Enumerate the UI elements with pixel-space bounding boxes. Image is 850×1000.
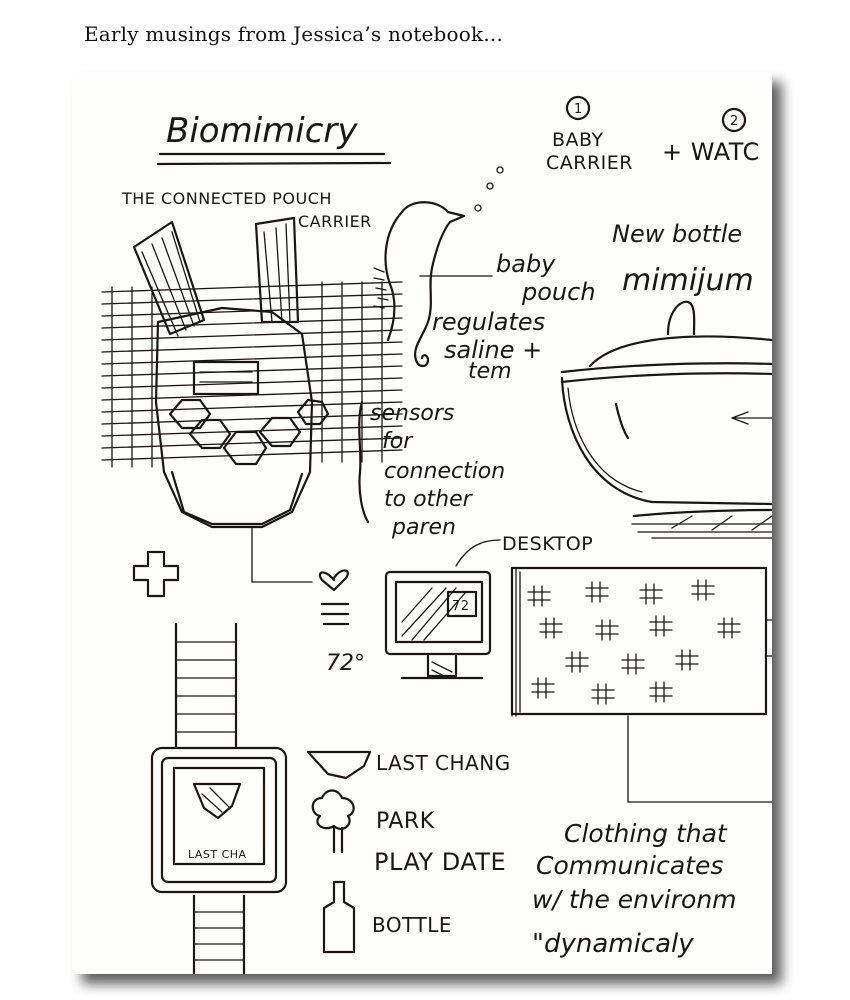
park-label: PARK	[376, 809, 435, 834]
baby-carrier-sketch	[101, 216, 403, 529]
connected-pouch-line2: CARRIER	[298, 212, 372, 231]
desktop-label: DESKTOP	[502, 533, 593, 555]
notebook-sketch-page: Biomimicry 1 2 BABY CARRIER + WATC THE C…	[72, 72, 772, 974]
baby-carrier-line2: CARRIER	[546, 152, 633, 174]
baby-pouch-line2: pouch	[521, 278, 596, 306]
notebook-caption: Early musings from Jessica’s notebook...	[84, 22, 504, 46]
new-bottle-label: New bottle	[612, 220, 742, 248]
title-biomimicry: Biomimicry	[166, 111, 358, 151]
sensors-line3: connection	[384, 459, 505, 484]
bottle-bowl-sketch	[560, 300, 772, 539]
plus-icon	[132, 550, 180, 598]
fabric-pattern-sketch	[510, 566, 772, 803]
clothing-line4: "dynamicaly	[532, 929, 694, 959]
sensors-line2: for	[382, 429, 414, 454]
baby-carrier-line1: BABY	[552, 129, 604, 151]
connector-line	[251, 526, 313, 583]
seahorse-sketch	[373, 201, 466, 368]
desktop-monitor-sketch	[384, 570, 492, 680]
sensors-line4: to other	[384, 487, 474, 512]
mimijum-label: mimijum	[622, 263, 754, 298]
clothing-line2: Communicates	[536, 851, 723, 880]
clothing-line1: Clothing that	[564, 819, 728, 848]
plus-watch: + WATC	[662, 138, 760, 166]
bottle-label: BOTTLE	[372, 913, 452, 937]
regulates-line2: saline +	[444, 336, 542, 364]
sketch-drawing: Biomimicry 1 2 BABY CARRIER + WATC THE C…	[101, 95, 772, 974]
desktop-pointer	[455, 539, 501, 567]
last-change-label: LAST CHANG	[376, 751, 511, 775]
number-1-circle	[565, 95, 591, 121]
play-date-label: PLAY DATE	[374, 848, 506, 876]
side-temp: 72°	[326, 651, 365, 676]
regulates-line3: tem	[468, 359, 512, 384]
clothing-line3: w/ the environm	[532, 885, 737, 914]
bubble	[474, 204, 482, 212]
watch-last-change: LAST CHA	[188, 848, 247, 861]
number-1: 1	[574, 102, 583, 117]
sensors-line5: paren	[391, 515, 456, 540]
bubble	[486, 182, 494, 190]
lines-icon	[320, 602, 350, 626]
sensors-bracket	[358, 400, 370, 524]
regulates-line1: regulates	[432, 308, 545, 336]
title-underline-2	[156, 161, 392, 166]
sensors-line1: sensors	[370, 401, 454, 426]
tree-icon	[311, 789, 355, 854]
bottle-icon	[322, 880, 356, 954]
watch-sketch	[150, 622, 288, 974]
diaper-icon	[306, 750, 372, 780]
heart-icon	[318, 569, 349, 592]
number-2: 2	[730, 114, 739, 129]
baby-pouch-line1: baby	[496, 250, 556, 278]
bubble	[496, 166, 504, 174]
desktop-temp: 72	[452, 599, 470, 614]
number-2-circle	[721, 107, 747, 133]
connected-pouch-line1: THE CONNECTED POUCH	[121, 189, 332, 208]
